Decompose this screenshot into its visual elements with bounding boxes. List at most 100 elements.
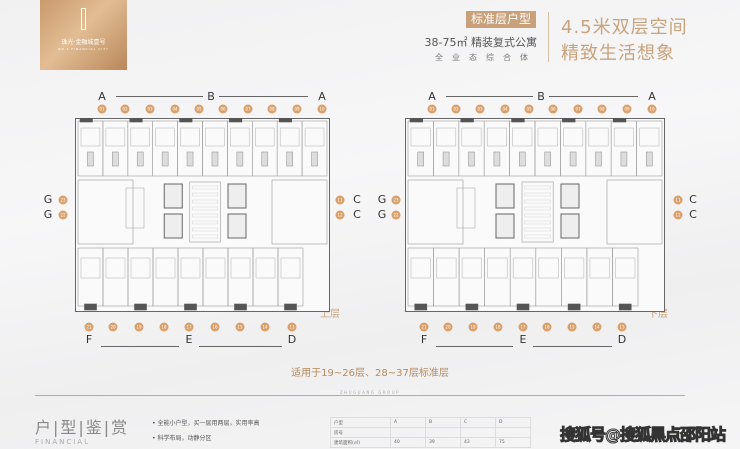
unit-number: 01 <box>427 104 437 114</box>
unit-number: 02 <box>451 104 461 114</box>
unit-number: 21 <box>84 322 94 332</box>
unit-number: 13 <box>617 322 627 332</box>
side-label-C: C <box>353 208 361 221</box>
unit-number: 10 <box>647 104 657 114</box>
table-cell: 40 <box>390 437 426 448</box>
slogan-1: 4.5米双层空间 <box>561 17 688 38</box>
side-label-G: G <box>377 193 387 206</box>
unit-number: 04 <box>170 104 180 114</box>
floor-plan-drawing <box>405 118 665 312</box>
unit-number: 09 <box>622 104 632 114</box>
unit-number: 14 <box>260 322 270 332</box>
side-label-G: G <box>43 193 53 206</box>
bracket-line <box>436 346 513 347</box>
bullet-text: 全能小户型，买一层用两层，实用率高 <box>157 420 260 427</box>
divider-line <box>35 395 685 396</box>
unit-number: 06 <box>218 104 228 114</box>
watermark: 搜狐号@搜狐黑点邵阳站 <box>559 425 726 445</box>
unit-number: 06 <box>548 104 558 114</box>
unit-number: 05 <box>524 104 534 114</box>
table-cell <box>460 427 496 438</box>
unit-number: 14 <box>592 322 602 332</box>
unit-number: 19 <box>134 322 144 332</box>
unit-number: 11 <box>673 195 683 205</box>
side-label-G: G <box>377 208 387 221</box>
business-type: 全业态综合体 <box>435 53 537 62</box>
unit-number: 15 <box>567 322 577 332</box>
area-spec: 38-75㎡ 精装复式公寓 <box>424 36 537 49</box>
top-label-A: A <box>98 90 106 103</box>
bracket-line <box>101 346 179 347</box>
bottom-label-F: F <box>85 333 93 346</box>
table-cell: C <box>460 417 496 428</box>
unit-number: 08 <box>597 104 607 114</box>
unit-number: 03 <box>145 104 155 114</box>
unit-number: 19 <box>468 322 478 332</box>
table-cell <box>390 427 426 438</box>
table-cell: 43 <box>460 437 496 448</box>
side-label-C: C <box>689 208 697 221</box>
floor-label: 下层 <box>648 309 668 320</box>
top-label-B: B <box>207 90 215 103</box>
unit-number: 17 <box>184 322 194 332</box>
unit-number: 22 <box>58 210 68 220</box>
unit-number: 22 <box>391 210 401 220</box>
table-cell: D <box>495 417 531 428</box>
unit-number: 12 <box>335 210 345 220</box>
unit-number: 13 <box>287 322 297 332</box>
logo-name: 珠光·金融城壹号 <box>61 39 106 46</box>
unit-number: 17 <box>518 322 528 332</box>
unit-number: 18 <box>159 322 169 332</box>
table-cell: 39 <box>425 437 461 448</box>
top-label-A: A <box>318 90 326 103</box>
logo-mark <box>81 8 86 30</box>
floor-plan-drawing <box>75 118 330 312</box>
bullet-2: • 科学布局，动静分区 <box>152 435 212 442</box>
logo-subtitle: NO.1 FINANCIAL CITY <box>58 47 109 51</box>
top-label-B: B <box>537 90 545 103</box>
section-subtitle: FINANCIAL <box>35 438 90 446</box>
slogan-2: 精致生活想象 <box>561 43 675 64</box>
table-cell: A <box>390 417 426 428</box>
table-cell: B <box>425 417 461 428</box>
unit-number: 07 <box>243 104 253 114</box>
bottom-label-E: E <box>519 333 527 346</box>
applicable-floors: 适用于19~26层、28~37层标准层 <box>291 368 449 379</box>
bracket-line <box>533 346 612 347</box>
side-label-G: G <box>43 208 53 221</box>
unit-number: 01 <box>97 104 107 114</box>
bullet-text: 科学布局，动静分区 <box>157 435 212 442</box>
unit-number: 05 <box>194 104 204 114</box>
unit-number: 11 <box>335 195 345 205</box>
unit-number: 08 <box>267 104 277 114</box>
table-cell <box>425 427 461 438</box>
bracket-line <box>199 346 282 347</box>
unit-number: 15 <box>235 322 245 332</box>
table-cell: 房号 <box>330 427 391 438</box>
unit-number: 23 <box>391 195 401 205</box>
bottom-label-D: D <box>617 333 627 346</box>
side-label-C: C <box>689 193 697 206</box>
top-label-A: A <box>648 90 656 103</box>
table-cell: 户型 <box>330 417 391 428</box>
unit-number: 07 <box>573 104 583 114</box>
bracket-line <box>219 96 308 97</box>
unit-number: 02 <box>120 104 130 114</box>
unit-number: 03 <box>475 104 485 114</box>
table-row: 房号 <box>330 427 531 438</box>
bullet-1: • 全能小户型，买一层用两层，实用率高 <box>152 420 260 427</box>
unit-number: 21 <box>419 322 429 332</box>
divider <box>548 12 549 62</box>
unit-number: 12 <box>673 210 683 220</box>
bottom-label-E: E <box>185 333 193 346</box>
unit-type-badge: 标准层户型 <box>466 11 536 28</box>
bracket-line <box>549 96 638 97</box>
bottom-label-F: F <box>420 333 428 346</box>
table-cell: 75 <box>495 437 531 448</box>
table-cell: 建筑面积(㎡) <box>330 437 391 448</box>
unit-number: 04 <box>500 104 510 114</box>
floor-label: 上层 <box>320 309 340 320</box>
bottom-label-D: D <box>287 333 297 346</box>
